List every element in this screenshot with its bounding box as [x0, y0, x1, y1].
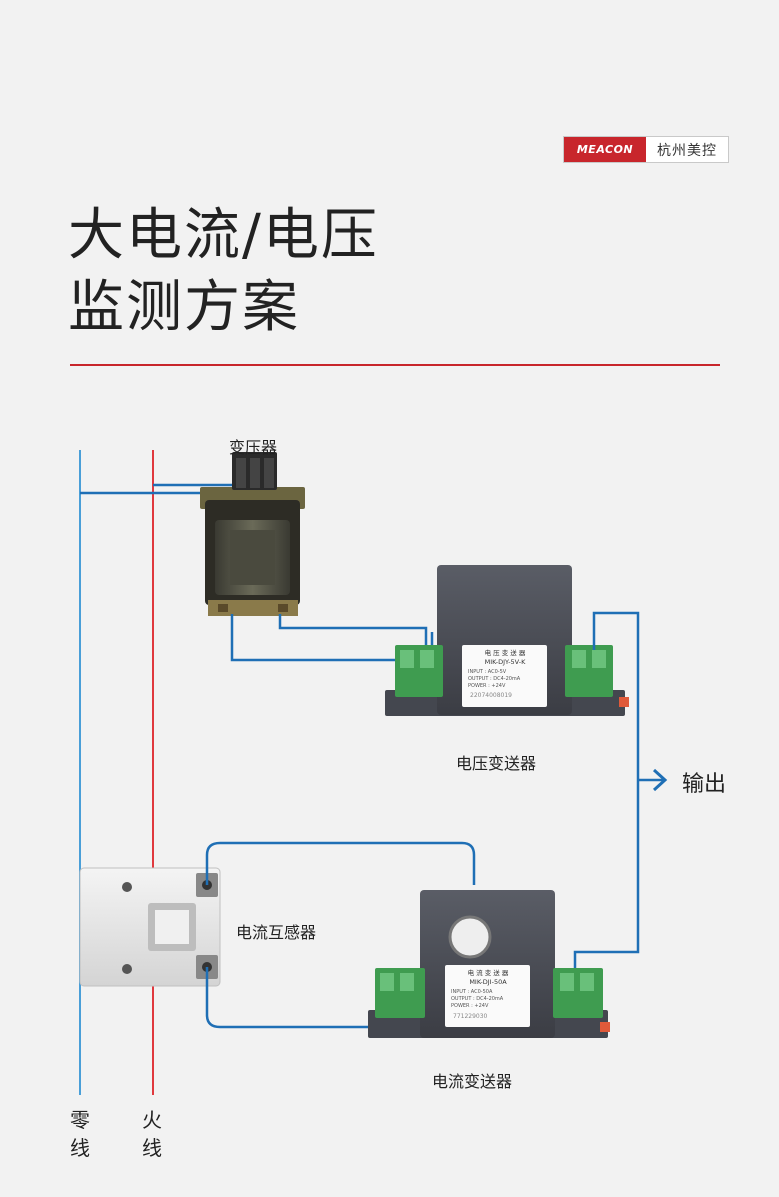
current-transmitter-label: 电流变送器 — [432, 1072, 513, 1091]
ct-plate-model: MIK-DJI-50A — [469, 978, 507, 986]
vt-plate-title: 电 压 变 送 器 — [485, 648, 526, 657]
ct-plate-serial: 771229030 — [453, 1013, 488, 1020]
ct-plate-input: INPUT : AC0-50A — [451, 989, 493, 995]
vt-plate-input: INPUT : AC0-5V — [468, 669, 507, 675]
neutral-line-label: 零线 — [70, 1108, 90, 1160]
transformer-icon — [200, 452, 305, 616]
title-line-2: 监测方案 — [68, 275, 300, 340]
ct-plate-power: POWER : +24V — [451, 1003, 489, 1009]
brand-logo: MEACON 杭州美控 — [563, 136, 729, 163]
brand-logo-mark: MEACON — [564, 137, 646, 162]
brand-name: 杭州美控 — [657, 142, 717, 159]
ct-secondary-wire-top — [205, 841, 476, 885]
vt-plate-model: MIK-DJY-5V-K — [485, 658, 526, 666]
current-transmitter-icon — [368, 890, 610, 1038]
output-label: 输出 — [682, 772, 727, 797]
voltage-transmitter-icon — [385, 565, 629, 716]
voltage-output-wire — [592, 611, 640, 780]
title-line-1: 大电流/电压 — [68, 203, 379, 268]
title-divider — [70, 364, 720, 366]
ct-plate-title: 电 流 变 送 器 — [468, 968, 509, 977]
transformer-label: 变压器 — [229, 438, 278, 457]
current-transformer-icon — [79, 867, 221, 987]
transformer-output-wire-b — [278, 614, 428, 645]
ct-plate-output: OUTPUT : DC4-20mA — [451, 996, 504, 1002]
page-title: 大电流/电压 监测方案 — [68, 200, 379, 344]
current-transformer-label: 电流互感器 — [236, 923, 317, 942]
vt-plate-serial: 22074008019 — [470, 692, 512, 699]
vt-plate-power: POWER : +24V — [468, 683, 506, 689]
voltage-transmitter-label: 电压变送器 — [456, 754, 537, 773]
vt-plate-output: OUTPUT : DC4-20mA — [468, 676, 521, 682]
live-line-label: 火线 — [142, 1108, 162, 1160]
current-output-wire — [573, 780, 640, 975]
output-arrow-icon — [652, 768, 668, 792]
